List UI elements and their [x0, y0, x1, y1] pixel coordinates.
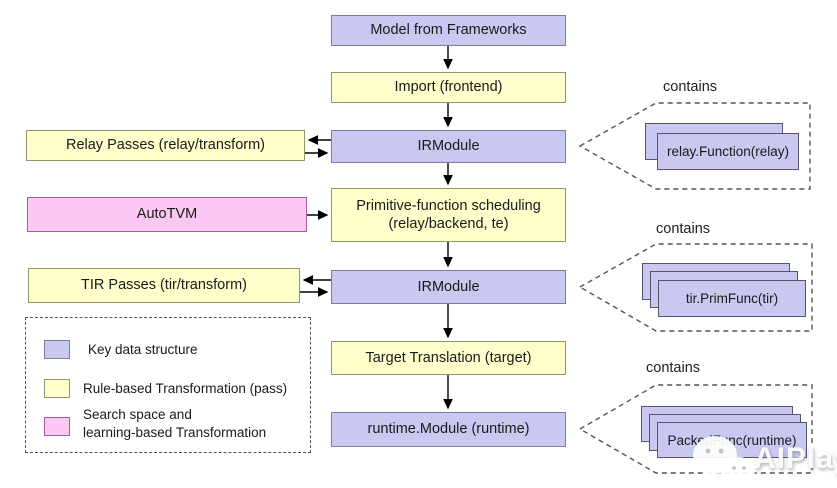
- side-box-label: AutoTVM: [136, 206, 198, 223]
- legend-label-search-space-line1: Search space and: [83, 407, 192, 422]
- legend-label-rule-based-transformation: Rule-based Transformation (pass): [83, 381, 288, 396]
- flow-box-label: runtime.Module (runtime): [367, 421, 530, 438]
- flow-box-label-line2: (relay/backend, te): [388, 216, 509, 232]
- watermark: AIPlayer: [690, 434, 837, 488]
- flow-box-label: Import (frontend): [394, 79, 503, 96]
- stack-box-tir-primfunc: tir.PrimFunc(tir): [658, 280, 806, 317]
- flow-box-label: Target Translation (target): [365, 349, 532, 366]
- flow-box-label: Model from Frameworks: [370, 22, 527, 39]
- flow-box-irmodule-2: IRModule: [331, 270, 566, 304]
- watermark-text: AIPlayer: [754, 442, 837, 475]
- legend-swatch-key-data-structure: [44, 340, 70, 359]
- side-box-autotvm: AutoTVM: [27, 197, 307, 232]
- legend-label-search-space-line2: learning-based Transformation: [83, 425, 267, 440]
- stack-box-label: tir.PrimFunc(tir): [685, 291, 779, 306]
- side-box-relay-passes: Relay Passes (relay/transform): [26, 130, 305, 161]
- flow-box-label: IRModule: [417, 138, 480, 155]
- side-box-tir-passes: TIR Passes (tir/transform): [28, 268, 300, 303]
- flow-box-label: IRModule: [417, 278, 480, 295]
- side-box-label: TIR Passes (tir/transform): [81, 277, 247, 294]
- flow-box-target-translation: Target Translation (target): [331, 341, 566, 375]
- wechat-icon: [693, 436, 755, 487]
- flow-box-runtime-module: runtime.Module (runtime): [331, 412, 566, 447]
- flow-box-import-frontend: Import (frontend): [331, 72, 566, 103]
- legend-swatch-search-space: [44, 417, 70, 436]
- side-box-label: Relay Passes (relay/transform): [65, 137, 266, 154]
- flow-box-irmodule-1: IRModule: [331, 130, 566, 163]
- legend-box: Key data structure Rule-based Transforma…: [25, 317, 311, 453]
- legend-swatch-rule-based-transformation: [44, 379, 70, 398]
- contains-label-3: contains: [646, 360, 701, 376]
- contains-label-2: contains: [656, 221, 711, 237]
- stack-box-label: relay.Function(relay): [666, 144, 790, 159]
- flow-box-primitive-function-scheduling: Primitive-function scheduling (relay/bac…: [331, 188, 566, 242]
- flow-box-label-line1: Primitive-function scheduling: [356, 197, 541, 214]
- legend-label-key-data-structure: Key data structure: [88, 342, 198, 357]
- contains-label-1: contains: [663, 79, 718, 95]
- stack-box-relay-function: relay.Function(relay): [657, 133, 799, 170]
- flow-box-model-from-frameworks: Model from Frameworks: [331, 15, 566, 46]
